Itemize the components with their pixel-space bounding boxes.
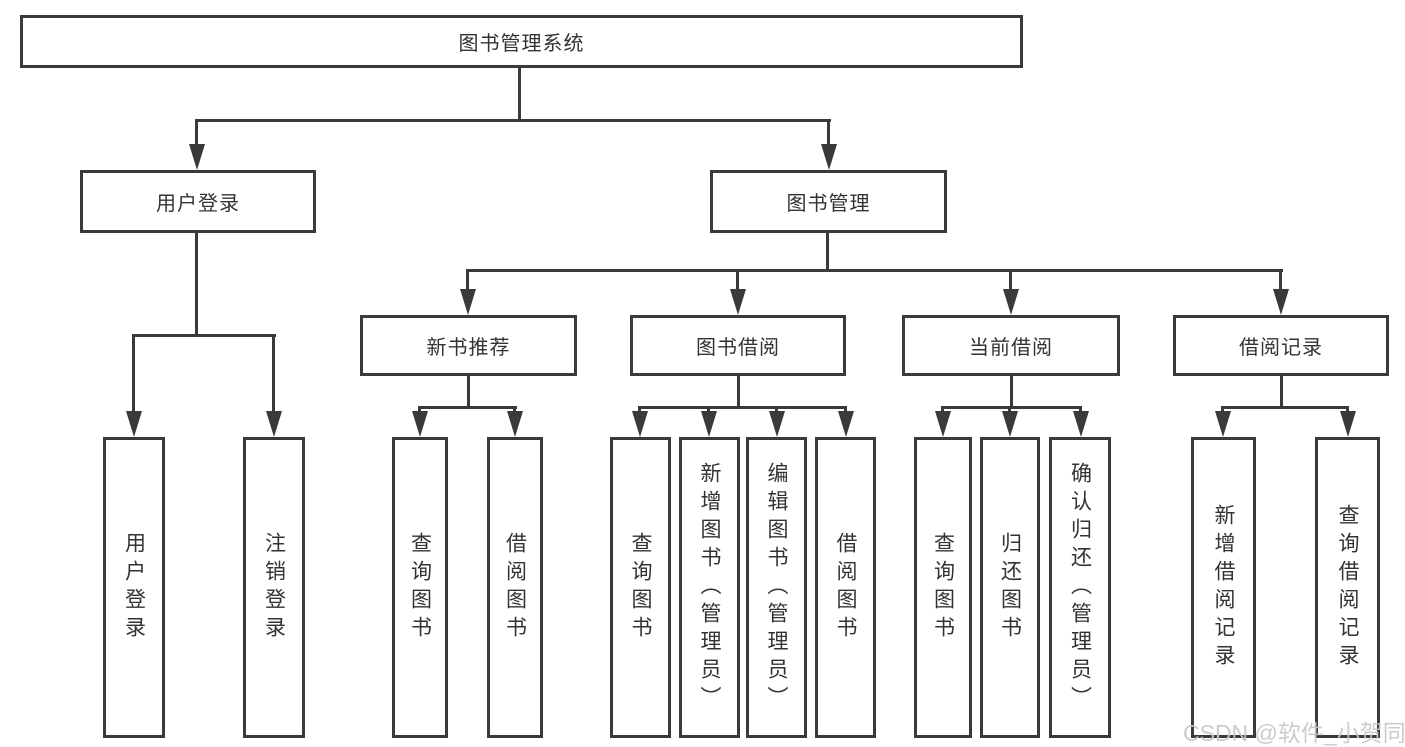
connector-vline bbox=[1009, 269, 1012, 295]
connector-arrow-down bbox=[1215, 411, 1231, 437]
connector-arrow-down bbox=[266, 411, 282, 437]
connector-hline bbox=[195, 119, 831, 122]
connector-vline bbox=[826, 233, 829, 271]
connector-arrow-down bbox=[126, 411, 142, 437]
connector-arrow-down bbox=[1340, 411, 1356, 437]
connector-vline bbox=[195, 233, 198, 336]
node-user-login: 用户登录 bbox=[80, 170, 316, 233]
connector-arrow-down bbox=[632, 411, 648, 437]
connector-arrow-down bbox=[1273, 289, 1289, 315]
connector-vline bbox=[1279, 269, 1282, 295]
connector-hline bbox=[132, 334, 276, 337]
node-leaf-confirm-return-admin: 确认归还（管理员） bbox=[1049, 437, 1111, 738]
node-book-management: 图书管理 bbox=[710, 170, 947, 233]
node-leaf-borrow-books-recommend: 借阅图书 bbox=[487, 437, 543, 738]
connector-vline bbox=[467, 376, 470, 408]
connector-arrow-down bbox=[701, 411, 717, 437]
connector-vline bbox=[1280, 376, 1283, 408]
connector-vline bbox=[272, 334, 275, 414]
node-borrowing-records: 借阅记录 bbox=[1173, 315, 1389, 376]
node-leaf-query-books-borrow: 查询图书 bbox=[610, 437, 671, 738]
node-leaf-logout: 注销登录 bbox=[243, 437, 305, 738]
node-leaf-query-books-current: 查询图书 bbox=[914, 437, 972, 738]
connector-vline bbox=[132, 334, 135, 414]
connector-arrow-down bbox=[769, 411, 785, 437]
connector-arrow-down bbox=[189, 144, 205, 170]
connector-arrow-down bbox=[460, 289, 476, 315]
connector-vline bbox=[827, 119, 830, 152]
connector-arrow-down bbox=[838, 411, 854, 437]
connector-hline bbox=[1221, 406, 1349, 409]
node-library-system: 图书管理系统 bbox=[20, 15, 1023, 68]
node-leaf-borrow-books: 借阅图书 bbox=[815, 437, 876, 738]
node-leaf-user-login: 用户登录 bbox=[103, 437, 165, 738]
connector-arrow-down bbox=[730, 289, 746, 315]
connector-arrow-down bbox=[1002, 411, 1018, 437]
node-leaf-query-books-recommend: 查询图书 bbox=[392, 437, 448, 738]
connector-vline bbox=[737, 376, 740, 408]
connector-vline bbox=[195, 119, 198, 152]
node-leaf-add-borrow-record: 新增借阅记录 bbox=[1191, 437, 1256, 738]
node-leaf-query-borrow-record: 查询借阅记录 bbox=[1315, 437, 1380, 738]
node-leaf-return-books: 归还图书 bbox=[980, 437, 1040, 738]
node-new-book-recommend: 新书推荐 bbox=[360, 315, 577, 376]
connector-arrow-down bbox=[935, 411, 951, 437]
connector-hline bbox=[941, 406, 1082, 409]
connector-arrow-down bbox=[821, 144, 837, 170]
connector-arrow-down bbox=[412, 411, 428, 437]
connector-hline bbox=[638, 406, 847, 409]
node-leaf-edit-books-admin: 编辑图书（管理员） bbox=[746, 437, 807, 738]
connector-arrow-down bbox=[1003, 289, 1019, 315]
node-current-borrowing: 当前借阅 bbox=[902, 315, 1120, 376]
connector-vline bbox=[518, 68, 521, 121]
node-leaf-add-books-admin: 新增图书（管理员） bbox=[679, 437, 740, 738]
connector-arrow-down bbox=[1073, 411, 1089, 437]
connector-hline bbox=[466, 269, 1283, 272]
connector-vline bbox=[466, 269, 469, 295]
connector-vline bbox=[1010, 376, 1013, 408]
watermark-text: CSDN @软件_小贺同学 bbox=[1183, 720, 1405, 746]
node-book-borrowing: 图书借阅 bbox=[630, 315, 846, 376]
connector-arrow-down bbox=[507, 411, 523, 437]
connector-vline bbox=[736, 269, 739, 295]
connector-hline bbox=[418, 406, 517, 409]
